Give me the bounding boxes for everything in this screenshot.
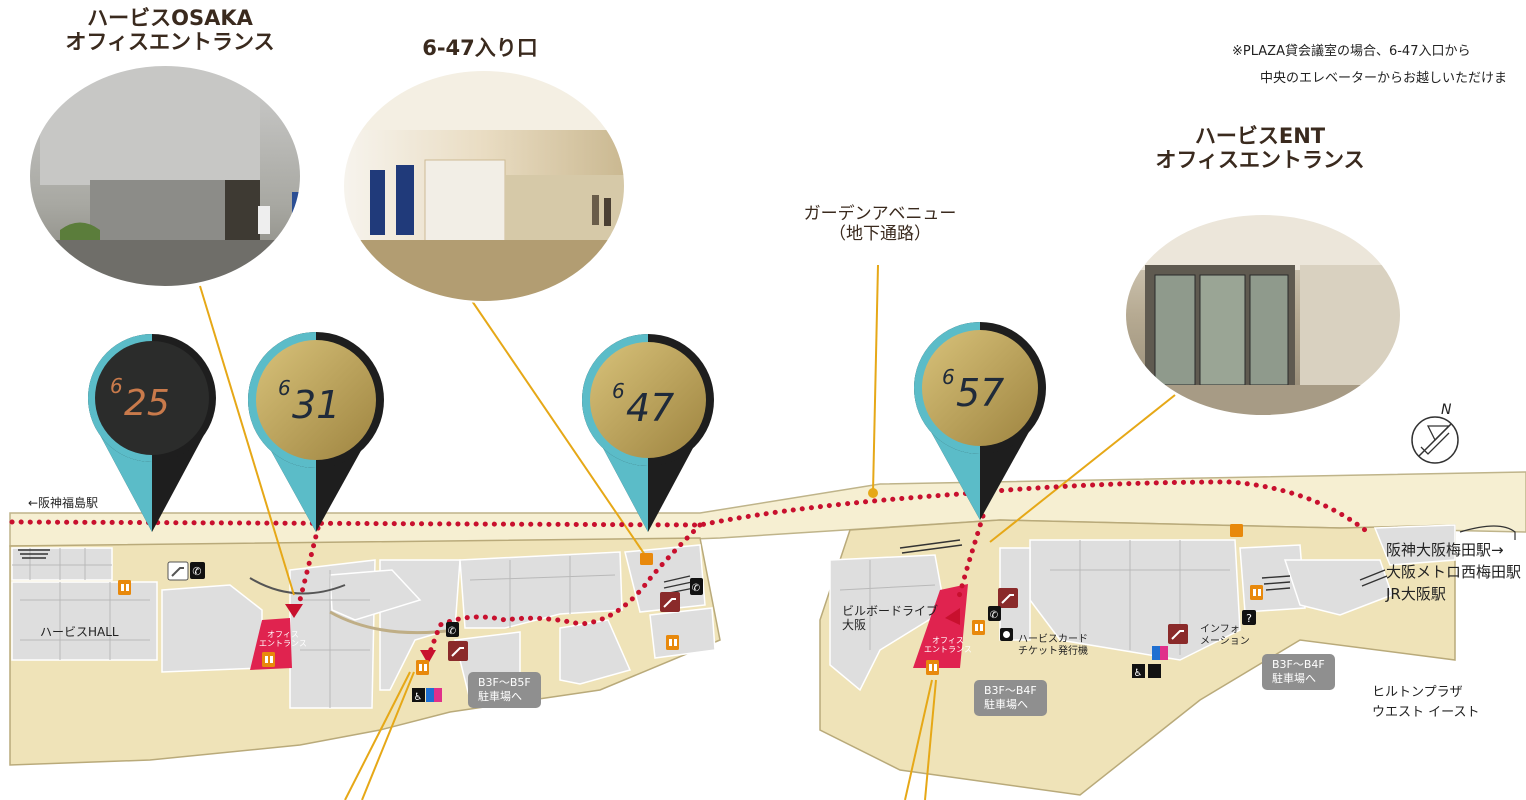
card-ticket-label: ハービスカード チケット発行機: [1018, 634, 1088, 657]
route-arrows: [285, 604, 960, 664]
lead-lines: [199, 264, 1176, 800]
svg-text:✆: ✆: [192, 565, 201, 578]
elevator-icons: [118, 524, 1263, 675]
office-entrance-right: [913, 584, 968, 668]
svg-text:♿: ♿: [414, 692, 423, 703]
office-entrance-left-label: オフィス エントランス: [259, 630, 307, 649]
compass-north-label: N: [1441, 402, 1452, 418]
billboard-live-label: ビルボードライブ 大阪: [842, 604, 939, 632]
office-entrance-left: [250, 618, 292, 670]
pin-657-prefix: 6: [942, 365, 955, 389]
pin-625: [88, 334, 216, 532]
note-line-2: 中央のエレベーターからお越しいただけま: [1260, 71, 1508, 86]
compass-icon: N: [1411, 402, 1459, 464]
phone-icons: ✆ ✆ ✆ ✆: [190, 562, 1001, 637]
svg-text:?: ?: [1246, 612, 1252, 625]
office-entrance-right-label: オフィス エントランス: [924, 636, 972, 655]
corridor-marker-dot: [868, 488, 878, 498]
garden-avenue-label: ガーデンアベニュー （地下通路）: [803, 204, 957, 244]
svg-text:✆: ✆: [692, 583, 700, 594]
photo-herbis-ent: [1124, 213, 1402, 417]
photo-entrance-647: [342, 69, 626, 303]
escalator-icons: [167, 561, 1188, 661]
hanshin-fukushima-label: ←阪神福島駅: [28, 496, 99, 510]
pin-657: [914, 322, 1046, 520]
hilton-plaza-label: ヒルトンプラザ ウエスト イースト: [1372, 685, 1480, 720]
parking-b3-b4-right-tag: B3F～B4F 駐車場へ: [1262, 654, 1335, 690]
pin-631-number: 31: [292, 383, 340, 427]
parking-b3-b4-center-tag: B3F～B4F 駐車場へ: [974, 680, 1047, 716]
pin-647-prefix: 6: [612, 379, 625, 403]
parking-b3-b5-tag: B3F～B5F 駐車場へ: [468, 672, 541, 708]
herbis-ent-label: ハービスENT オフィスエントランス: [1155, 124, 1365, 173]
stations-label: 阪神大阪梅田駅→ 大阪メトロ西梅田駅 JR大阪駅: [1386, 541, 1522, 603]
pin-numbers: 6 25 6 31 6 47 6 57: [110, 365, 1004, 430]
information-label: インフォ メーション: [1200, 624, 1250, 647]
card-machine-icon: [1000, 628, 1013, 641]
note-line-1: ※PLAZA貸会議室の場合、6-47入口から: [1232, 44, 1471, 59]
pin-625-number: 25: [124, 383, 170, 424]
pin-631-prefix: 6: [278, 376, 291, 400]
restroom-icons: ♿ ♿: [412, 646, 1168, 703]
pin-647-number: 47: [626, 386, 674, 430]
stairs: [18, 539, 1388, 595]
building-details: [12, 540, 1230, 708]
route: [9, 479, 1368, 655]
photo-herbis-osaka: [28, 64, 302, 288]
svg-text:✆: ✆: [990, 610, 998, 621]
pin-647: [582, 334, 714, 532]
info-icon: ?: [1242, 610, 1256, 625]
elevator-icon-glyphs: [121, 584, 1261, 671]
pin-631: [248, 332, 384, 532]
pin-657-number: 57: [956, 371, 1004, 415]
exit-curve: [1459, 525, 1516, 540]
herbis-hall-label: ハービスHALL: [40, 625, 119, 639]
buildings: [11, 524, 1456, 709]
herbis-osaka-label: ハービスOSAKA オフィスエントランス: [65, 6, 275, 55]
entrance-647-label: 6-47入り口: [422, 36, 538, 60]
svg-text:♿: ♿: [1134, 668, 1143, 679]
svg-text:✆: ✆: [448, 626, 456, 637]
pin-625-prefix: 6: [110, 374, 123, 398]
